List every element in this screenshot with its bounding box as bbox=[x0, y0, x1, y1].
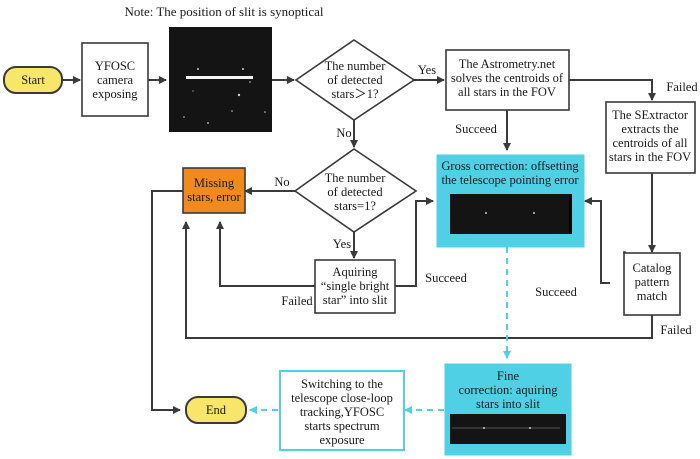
decision1-line-3: stars＞1? bbox=[331, 87, 379, 101]
catalog-line-1: Catalog bbox=[633, 261, 673, 275]
decision1-line-2: of detected bbox=[327, 73, 383, 87]
camera-node: YFOSC camera exposing bbox=[81, 42, 149, 117]
gross-correction-node: Gross correction: offsetting the telesco… bbox=[436, 154, 585, 248]
label-succeed-astrometry: Succeed bbox=[455, 122, 497, 136]
sextractor-line-1: The SExtractor bbox=[612, 108, 689, 122]
label-succeed-acquiring: Succeed bbox=[425, 271, 467, 285]
switching-line-1: Switching to the bbox=[301, 377, 383, 391]
fine-line-2: correction: aquiring bbox=[459, 383, 559, 397]
edge-catalog-missing bbox=[182, 221, 653, 339]
slit-bar bbox=[186, 76, 253, 79]
sextractor-node: The SExtractor extracts the centroids of… bbox=[605, 101, 696, 174]
astrometry-line-3: all stars in the FOV bbox=[458, 85, 556, 99]
gross-line-2: the telescope pointing error bbox=[441, 173, 579, 187]
missing-line-2: stars, error bbox=[187, 190, 241, 204]
decision2-line-1: The number bbox=[325, 171, 387, 185]
end-label: End bbox=[206, 403, 227, 417]
switching-node: Switching to the telescope close-loop tr… bbox=[279, 370, 405, 451]
label-failed-catalog: Failed bbox=[660, 323, 692, 337]
note-text: Note: The position of slit is synoptical bbox=[124, 4, 323, 19]
astrometry-node: The Astrometry.net solves the centroids … bbox=[445, 49, 570, 111]
fine-correction-image bbox=[450, 414, 566, 444]
acquiring-line-3: star” into slit bbox=[323, 293, 388, 307]
decision1-line-1: The number bbox=[325, 59, 387, 73]
missing-stars-node: Missing stars, error bbox=[182, 167, 246, 214]
astrometry-line-1: The Astrometry.net bbox=[459, 57, 556, 71]
edge-missing-end bbox=[151, 190, 183, 414]
fine-correction-node: Fine correction: aquiring stars into sli… bbox=[444, 363, 572, 456]
catalog-line-2: pattern bbox=[635, 275, 670, 289]
gross-line-1: Gross correction: offsetting bbox=[441, 159, 579, 173]
label-failed-astrometry: Failed bbox=[666, 80, 698, 94]
label-no1: No bbox=[336, 126, 351, 140]
switching-line-3: tracking,YFOSC bbox=[300, 405, 384, 419]
switching-line-4: starts spectrum bbox=[304, 419, 380, 433]
label-succeed-catalog: Succeed bbox=[535, 285, 577, 299]
label-no2: No bbox=[274, 175, 289, 189]
camera-line-2: camera bbox=[97, 73, 134, 87]
slit-image bbox=[169, 27, 272, 132]
decision2-line-2: of detected bbox=[327, 185, 383, 199]
sextractor-line-3: centroids of all bbox=[613, 136, 689, 150]
gross-correction-image bbox=[450, 194, 572, 234]
fine-line-1: Fine bbox=[497, 369, 520, 383]
label-yes1: Yes bbox=[418, 63, 436, 77]
start-label: Start bbox=[21, 73, 45, 87]
decision-stars-gt-1: The number of detected stars＞1? bbox=[294, 39, 416, 121]
connectors bbox=[62, 76, 656, 414]
end-node: End bbox=[185, 396, 247, 424]
decision2-line-3: stars=1? bbox=[334, 199, 376, 213]
acquiring-line-1: Aquiring bbox=[332, 265, 378, 279]
sextractor-line-4: stars in the FOV bbox=[609, 150, 691, 164]
camera-line-1: YFOSC bbox=[95, 59, 135, 73]
edge-catalog-gross bbox=[584, 197, 610, 284]
catalog-node: Catalog pattern match bbox=[623, 251, 681, 316]
label-failed-acquiring: Failed bbox=[281, 294, 313, 308]
catalog-line-3: match bbox=[637, 289, 668, 303]
decision-stars-eq-1: The number of detected stars=1? bbox=[293, 148, 418, 233]
edge-astrometry-sextractor bbox=[569, 79, 656, 101]
edge-acquiring-gross bbox=[395, 197, 434, 287]
switching-line-5: exposure bbox=[319, 433, 365, 447]
fine-line-3: stars into slit bbox=[476, 397, 540, 411]
camera-line-3: exposing bbox=[92, 87, 138, 101]
start-node: Start bbox=[3, 66, 63, 94]
sextractor-line-2: extracts the bbox=[621, 122, 679, 136]
missing-line-1: Missing bbox=[194, 176, 235, 190]
acquiring-node: Aquiring “single bright star” into slit bbox=[314, 259, 396, 314]
switching-line-2: telescope close-loop bbox=[291, 391, 393, 405]
label-yes2: Yes bbox=[333, 237, 351, 251]
astrometry-line-2: solves the centroids of bbox=[451, 71, 564, 85]
acquiring-line-2: “single bright bbox=[321, 279, 390, 293]
edge-acquiring-missing bbox=[216, 221, 315, 287]
